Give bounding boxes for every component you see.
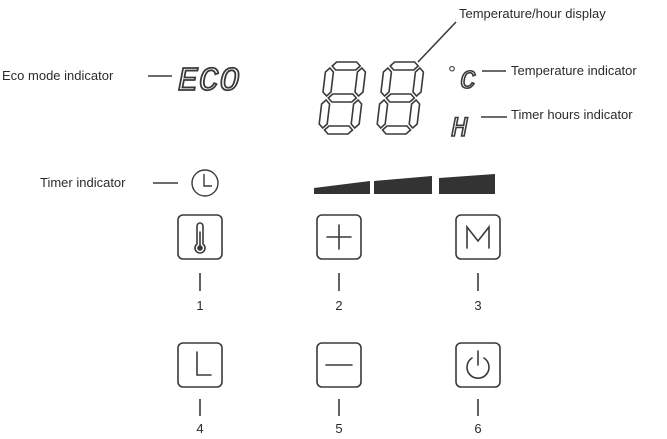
digit-2-segment-a — [389, 61, 420, 71]
display-leader-line — [417, 21, 457, 63]
timer-button[interactable] — [177, 342, 223, 388]
digit-2-segment-d — [381, 125, 412, 135]
digit-2-segment-c — [408, 98, 421, 130]
digit-1-segment-b — [354, 66, 367, 98]
mode-button[interactable] — [455, 214, 501, 260]
digit-2-segment-f — [380, 66, 393, 98]
digit-1-segment-d — [323, 125, 354, 135]
button-number-1: 1 — [196, 298, 204, 313]
seven-segment-digits — [318, 61, 425, 135]
power-bar-1 — [314, 181, 370, 194]
digit-1-segment-e — [318, 98, 331, 130]
m-mode-icon — [466, 224, 490, 249]
button-number-3: 3 — [474, 298, 482, 313]
timer-indicator-clock-icon — [191, 169, 219, 197]
button-number-6: 6 — [474, 421, 482, 436]
button-number-2: 2 — [335, 298, 343, 313]
temperature-indicator-label: Temperature indicator — [511, 63, 637, 78]
clock-hand-icon — [196, 351, 212, 376]
power-bar-3 — [439, 174, 495, 194]
button-number-5: 5 — [335, 421, 343, 436]
timer-indicator-label: Timer indicator — [40, 175, 126, 190]
digit-1-segment-c — [350, 98, 363, 130]
power-level-bars — [314, 174, 495, 194]
power-icon — [466, 350, 490, 379]
eco-text: ECO — [178, 63, 240, 100]
digit-2-segment-b — [412, 66, 425, 98]
plus-icon — [326, 224, 352, 250]
digit-1-segment-g — [327, 93, 358, 103]
timer-hours-indicator-label: Timer hours indicator — [511, 107, 633, 122]
degree-symbol: ° — [448, 63, 456, 85]
unit-h-indicator: H — [451, 114, 468, 145]
button-number-4: 4 — [196, 421, 204, 436]
eco-mode-label: Eco mode indicator — [2, 68, 114, 83]
power-bar-2 — [374, 176, 432, 194]
digit-2-segment-e — [376, 98, 389, 130]
digit-1-segment-f — [322, 66, 335, 98]
digit-2-segment-g — [385, 93, 416, 103]
temperature-hour-display-label: Temperature/hour display — [459, 6, 606, 21]
unit-c-indicator: C — [460, 66, 476, 96]
digit-1-segment-a — [331, 61, 362, 71]
thermometer-icon — [194, 222, 206, 254]
